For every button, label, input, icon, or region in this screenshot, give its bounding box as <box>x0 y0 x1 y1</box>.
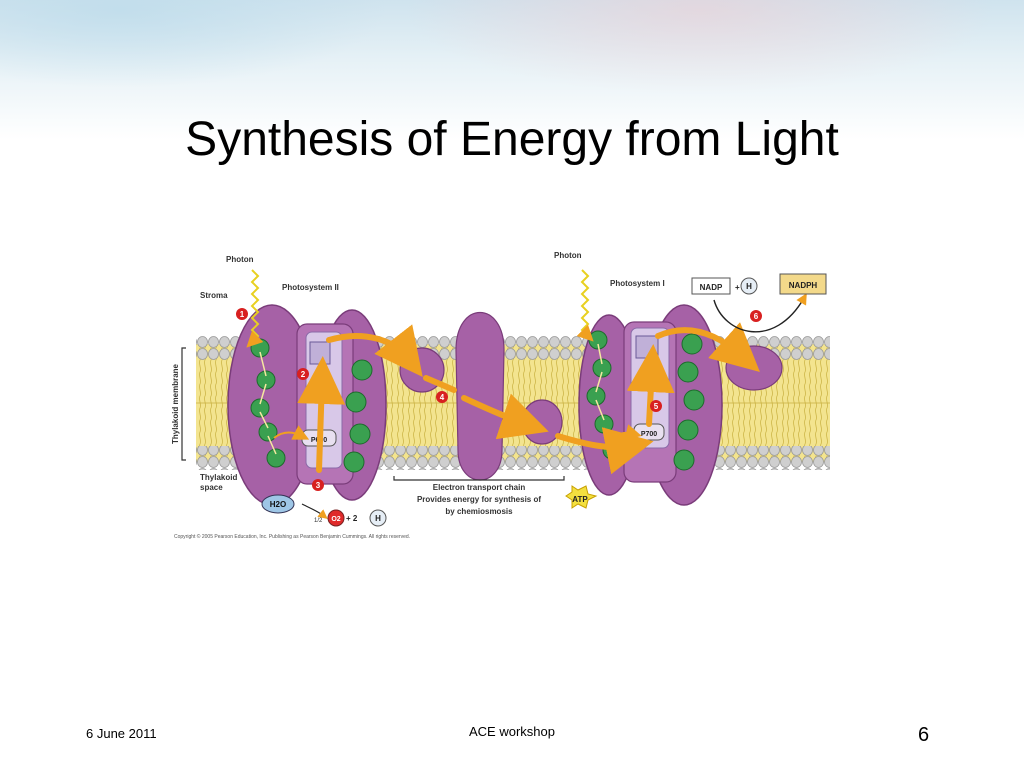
footer-center-text: ACE workshop <box>469 724 555 739</box>
slide-number: 6 <box>918 724 930 746</box>
oxygen-molecule <box>327 509 345 527</box>
copyright-note: Copyright © 2005 Pearson Education, Inc.… <box>174 533 410 540</box>
step-2-badge: 2 <box>301 370 306 379</box>
etc-label-1: Electron transport chain <box>433 483 526 492</box>
photon-right-label: Photon <box>554 251 582 260</box>
h-ion-bottom <box>369 509 387 527</box>
step-4-badge: 4 <box>440 393 445 402</box>
photosystem-i-label: Photosystem I <box>610 279 665 288</box>
photosynthesis-diagram: Thylakoid membrane <box>164 240 832 545</box>
chlorophyll-molecules <box>250 330 705 473</box>
water-label: H2O <box>270 500 286 509</box>
atp-burst <box>565 485 598 509</box>
step-3-badge: 3 <box>316 481 321 490</box>
stroma-label: Stroma <box>200 291 228 300</box>
photon-i-arrow <box>576 269 594 342</box>
oxygen-label: O2 <box>331 516 340 523</box>
photon-left-label: Photon <box>226 255 254 264</box>
nadp-label: NADP <box>700 283 723 292</box>
plus-two-label: + 2 <box>346 514 358 523</box>
atp-label: ATP <box>572 495 588 504</box>
step-6-badge: 6 <box>754 312 759 321</box>
nadp-reduction-arrow <box>713 293 807 333</box>
photosystem-ii-label: Photosystem II <box>282 283 339 292</box>
photon-ii-arrow <box>246 269 264 348</box>
water-molecule <box>261 494 295 514</box>
footer-date: 6 June 2011 <box>86 726 157 741</box>
etc-bracket <box>393 476 565 481</box>
diagram-svg: Thylakoid membrane <box>171 251 830 540</box>
etc-label-3: by chemiosmosis <box>445 507 513 516</box>
electron-flow-arrows <box>297 322 760 475</box>
nadp-box <box>691 277 731 295</box>
nadph-box <box>779 273 827 295</box>
step-1-badge: 1 <box>240 310 245 319</box>
slide-title: Synthesis of Energy from Light <box>185 113 839 166</box>
step-5-badge: 5 <box>654 402 659 411</box>
etc-label-2: Provides energy for synthesis of <box>417 495 541 504</box>
nadp-plus: + <box>735 283 740 292</box>
p700-label: P700 <box>641 431 657 438</box>
h-ion-top: H <box>746 282 752 291</box>
half-label: 1/2 <box>314 518 323 524</box>
thylakoid-space-label-1: Thylakoid <box>200 473 237 482</box>
h-ion-bottom-label: H <box>375 514 381 523</box>
thylakoid-membrane-label: Thylakoid membrane <box>171 363 180 444</box>
nadph-label: NADPH <box>789 281 818 290</box>
thylakoid-space-label-2: space <box>200 483 223 492</box>
step-badges: 1 2 3 4 5 6 <box>236 308 762 491</box>
